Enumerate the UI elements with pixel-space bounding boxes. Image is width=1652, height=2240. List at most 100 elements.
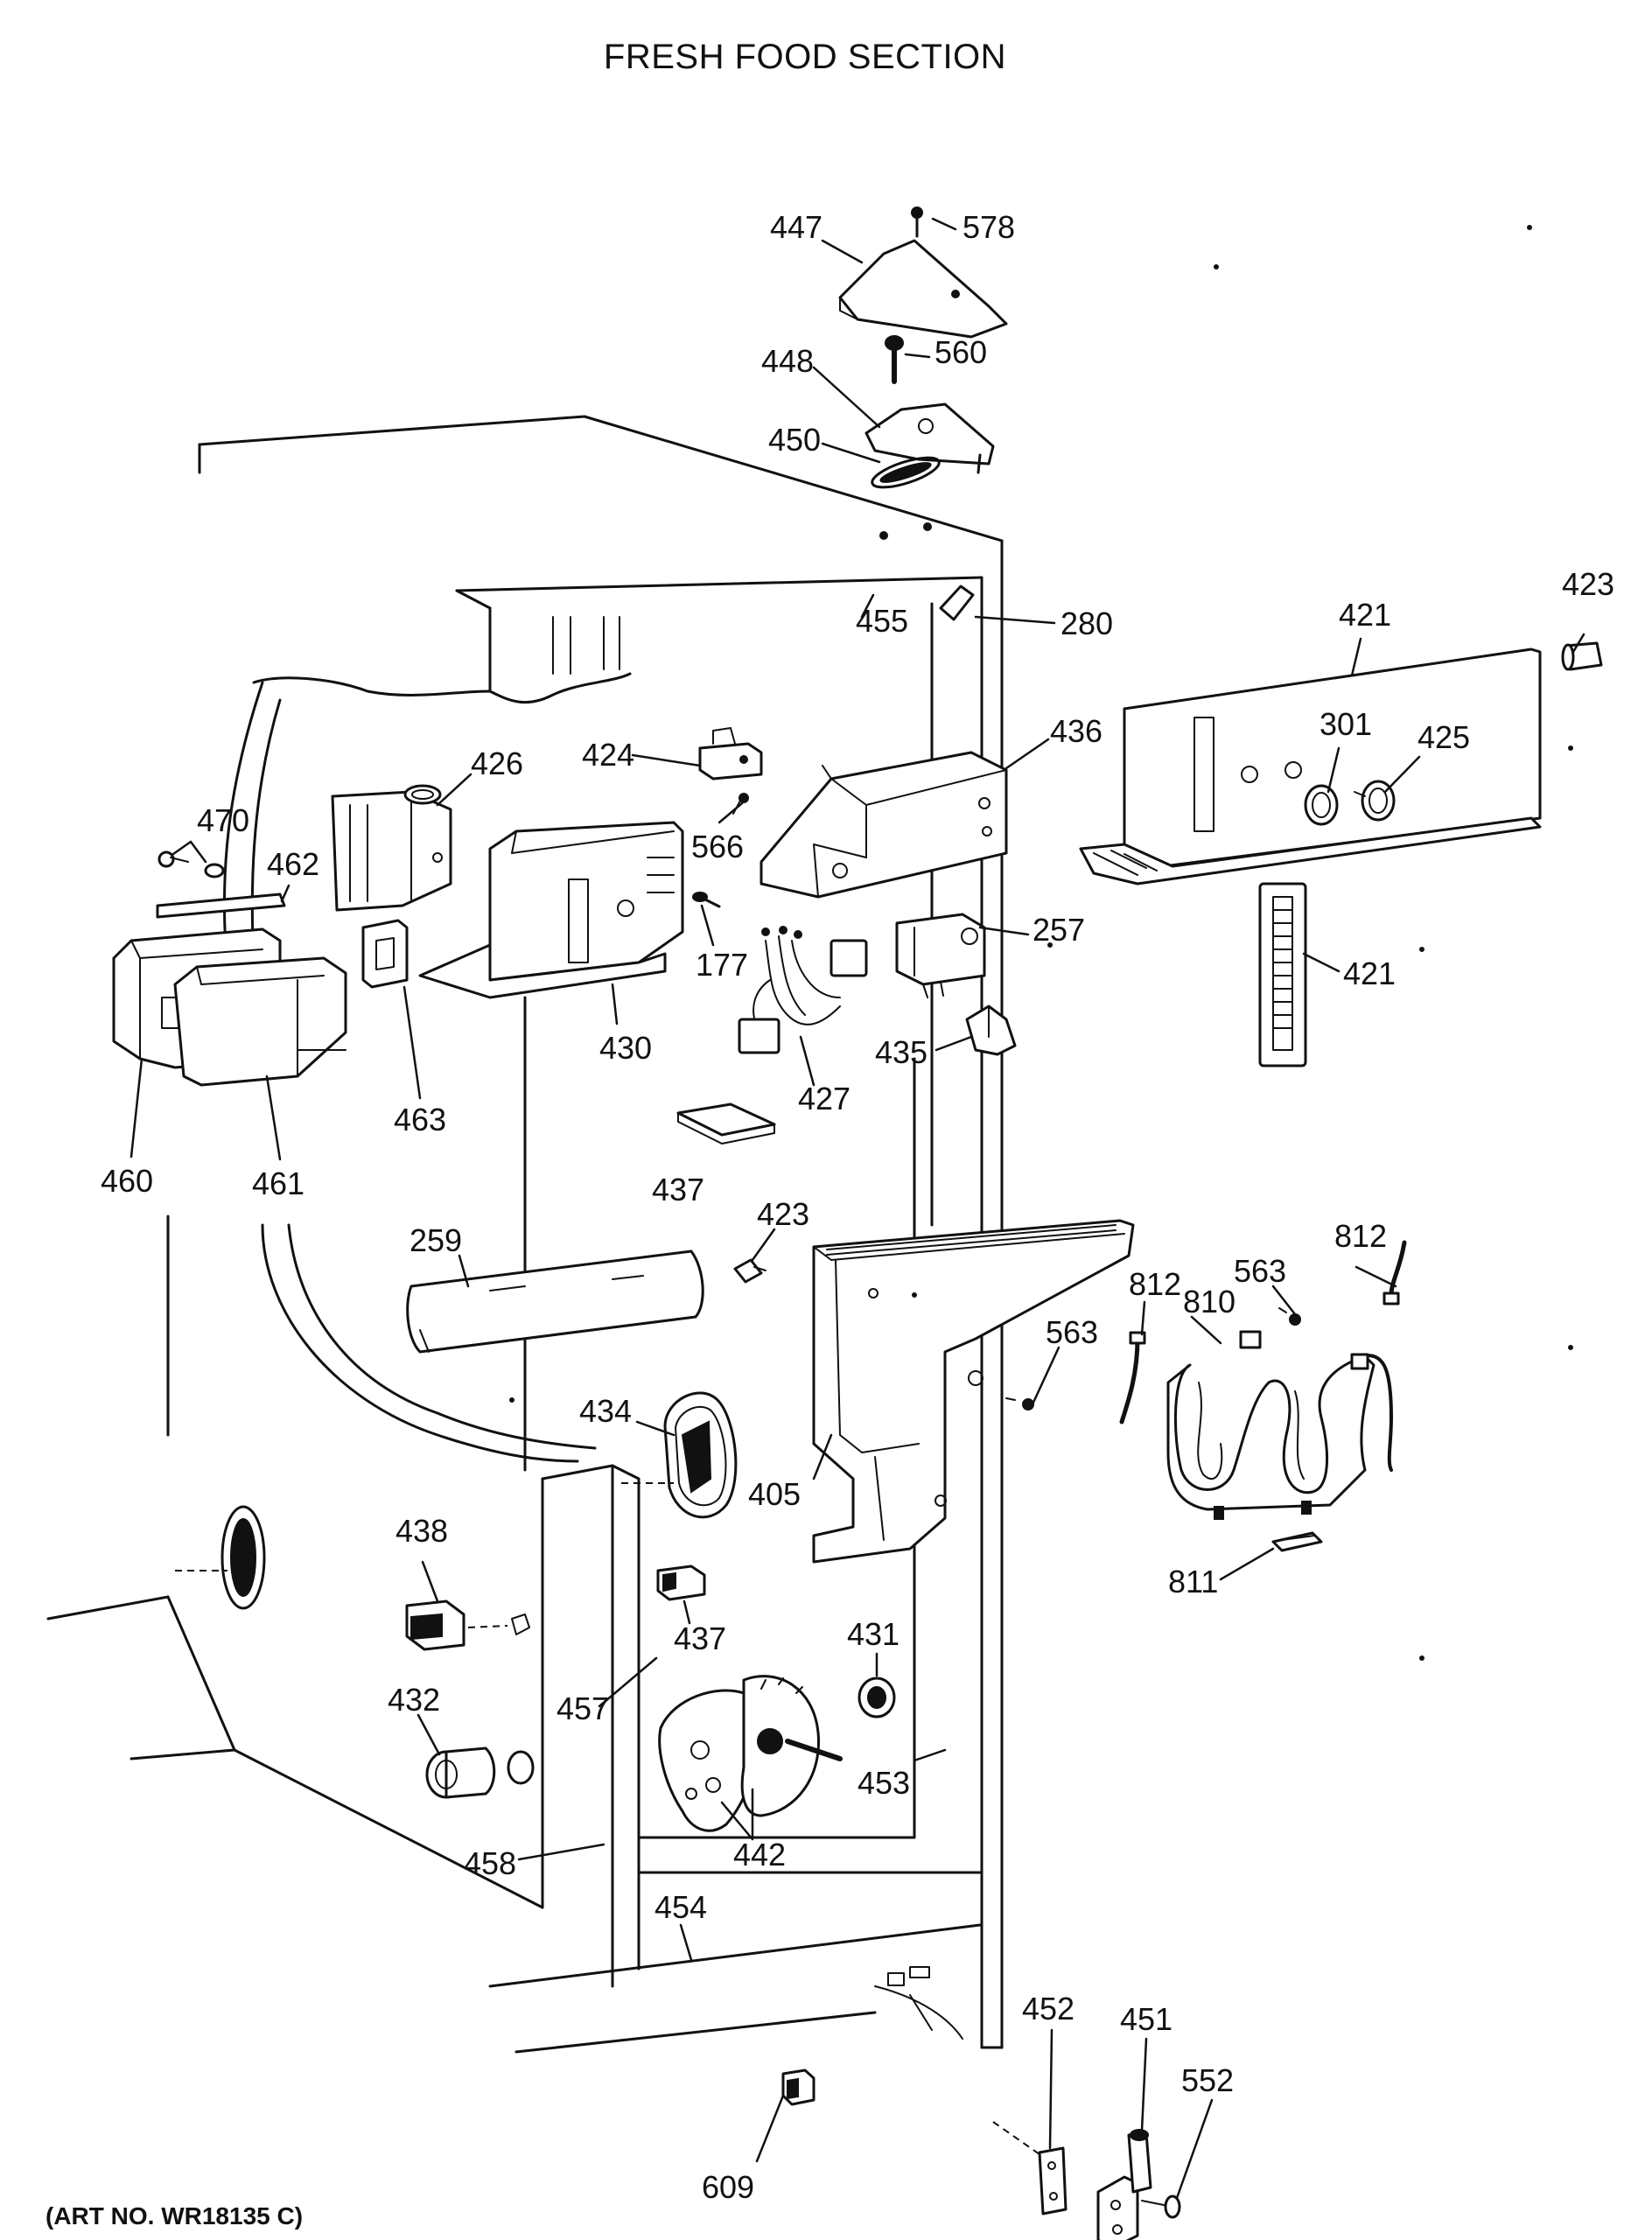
part-423-lamp	[733, 1258, 766, 1284]
part-434-grille	[621, 1391, 738, 1519]
label-578: 578	[962, 209, 1015, 245]
label-423-top: 423	[1562, 566, 1614, 602]
label-177: 177	[696, 947, 748, 983]
part-437-connector	[656, 1564, 706, 1601]
part-423-knob-top	[1561, 641, 1603, 671]
part-442-damper	[658, 1675, 843, 1832]
label-453: 453	[858, 1765, 910, 1801]
part-560-bolt	[885, 335, 904, 384]
label-454: 454	[654, 1889, 707, 1925]
label-563-b: 563	[1046, 1314, 1098, 1350]
label-259: 259	[410, 1222, 462, 1258]
part-563-screw-a	[1005, 1397, 1034, 1410]
label-812-a: 812	[1129, 1266, 1181, 1302]
label-432: 432	[388, 1682, 440, 1718]
part-811-plug	[1271, 1531, 1323, 1552]
part-448-hinge-plate	[864, 402, 995, 474]
label-450: 450	[768, 422, 821, 458]
part-812-tube-b	[1382, 1240, 1407, 1306]
label-425: 425	[1418, 719, 1470, 755]
label-563-a: 563	[1234, 1253, 1286, 1289]
part-462-cover	[156, 892, 286, 919]
part-427-harness	[738, 926, 868, 1054]
part-431-grommet	[858, 1676, 896, 1718]
label-609: 609	[702, 2169, 754, 2205]
label-442: 442	[733, 1837, 786, 1872]
stray-dots	[509, 225, 1573, 1661]
part-labels: 578 447 560 448 450 455 280 423 421 301 …	[101, 209, 1614, 2205]
label-438: 438	[396, 1513, 448, 1549]
part-436-control-housing	[760, 751, 1008, 899]
part-447-top-cover	[838, 239, 1008, 339]
label-462: 462	[267, 846, 319, 882]
art-number: (ART NO. WR18135 C)	[46, 2202, 303, 2230]
label-423-lamp: 423	[757, 1196, 809, 1232]
part-461-housing	[173, 956, 347, 1087]
label-458: 458	[464, 1845, 516, 1881]
part-259-tube	[406, 1250, 704, 1354]
label-448: 448	[761, 343, 814, 379]
label-405: 405	[748, 1476, 801, 1512]
part-552-screw	[1141, 2194, 1181, 2219]
label-280: 280	[1060, 606, 1113, 641]
part-463-clip	[361, 919, 409, 989]
label-455: 455	[856, 603, 908, 639]
part-430-bracket	[418, 821, 684, 999]
label-812-b: 812	[1334, 1218, 1387, 1254]
part-177-screw	[692, 892, 721, 908]
part-563-screw-b	[1278, 1307, 1301, 1326]
part-424-switch	[698, 727, 763, 780]
part-280-block	[939, 584, 975, 621]
label-552: 552	[1181, 2062, 1234, 2098]
label-431: 431	[847, 1616, 900, 1652]
label-560: 560	[934, 334, 987, 370]
part-437-plate	[676, 1102, 776, 1144]
label-434: 434	[579, 1393, 632, 1429]
part-257-timer	[895, 913, 986, 998]
label-437-plate: 437	[652, 1172, 704, 1208]
label-811: 811	[1168, 1564, 1218, 1600]
part-432-bushing	[425, 1746, 535, 1799]
label-426: 426	[471, 746, 523, 781]
label-427: 427	[798, 1081, 850, 1116]
label-452: 452	[1022, 1991, 1074, 2026]
label-421-panel: 421	[1339, 597, 1391, 633]
label-301: 301	[1320, 706, 1372, 742]
part-435-socket	[965, 1004, 1017, 1056]
leader-lines	[130, 217, 1586, 2200]
label-437-connector: 437	[674, 1620, 726, 1656]
part-451-hinge	[1096, 2129, 1152, 2240]
label-421-scale: 421	[1343, 956, 1396, 991]
label-470: 470	[197, 802, 249, 838]
label-463: 463	[394, 1102, 446, 1138]
label-257: 257	[1032, 912, 1085, 948]
diagram-title: FRESH FOOD SECTION	[604, 38, 1006, 76]
label-460: 460	[101, 1163, 153, 1199]
label-451: 451	[1120, 2001, 1172, 2037]
label-424: 424	[582, 737, 634, 773]
label-461: 461	[252, 1166, 304, 1201]
part-609-clip	[781, 2068, 816, 2106]
label-436: 436	[1050, 713, 1102, 749]
part-301-knob	[1304, 784, 1339, 826]
part-810-heater	[1166, 1330, 1393, 1520]
label-810: 810	[1183, 1284, 1236, 1320]
part-405-duct	[812, 1219, 1135, 1564]
part-812-tube-a	[1119, 1331, 1146, 1424]
part-578-screw	[911, 206, 923, 238]
label-435: 435	[875, 1034, 928, 1070]
label-566: 566	[691, 829, 744, 864]
part-438-plug	[405, 1600, 530, 1651]
part-470-screw-washer	[158, 850, 225, 878]
part-421-slider-scale	[1258, 882, 1307, 1068]
part-452-shim	[992, 2121, 1068, 2216]
part-421-control-panel	[1079, 648, 1542, 886]
side-opening	[175, 1505, 266, 1610]
part-450-washer	[871, 456, 941, 489]
label-447: 447	[770, 209, 822, 245]
label-430: 430	[599, 1030, 652, 1066]
cabinet-liner	[46, 415, 1004, 2054]
label-457: 457	[556, 1690, 609, 1726]
part-426-relay	[331, 784, 452, 912]
